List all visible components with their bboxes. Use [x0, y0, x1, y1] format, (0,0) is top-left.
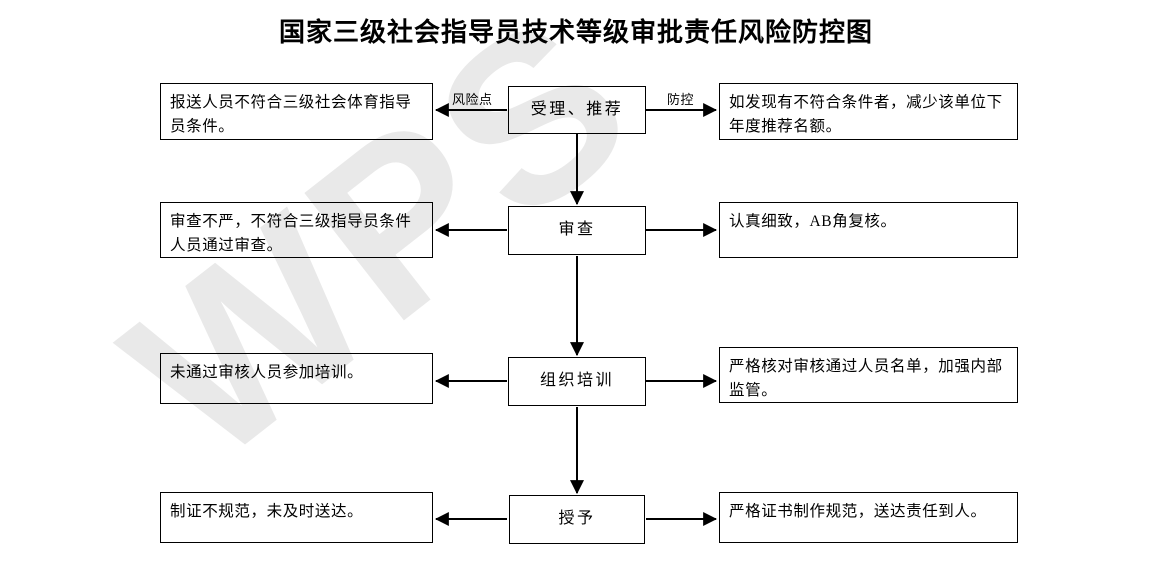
process-text-row-4: 授予 — [558, 510, 596, 528]
process-text-row-3: 组织培训 — [539, 372, 614, 390]
risk-text-row-3: 未通过审核人员参加培训。 — [170, 364, 364, 381]
process-text-row-1: 受理、推荐 — [530, 100, 624, 118]
control-box-row-2[interactable]: 认真细致，AB角复核。 — [719, 202, 1018, 258]
risk-box-row-3[interactable]: 未通过审核人员参加培训。 — [160, 353, 433, 404]
edge-label-control-row-1: 防控 — [667, 92, 695, 107]
process-text-row-2: 审查 — [558, 221, 596, 239]
risk-box-row-4[interactable]: 制证不规范，未及时送达。 — [160, 492, 433, 543]
risk-box-row-1[interactable]: 报送人员不符合三级社会体育指导员条件。 — [160, 83, 433, 140]
risk-box-row-2[interactable]: 审查不严，不符合三级指导员条件人员通过审查。 — [160, 202, 433, 258]
risk-text-row-2: 审查不严，不符合三级指导员条件人员通过审查。 — [170, 213, 412, 255]
process-box-row-3[interactable]: 组织培训 — [508, 357, 646, 406]
process-box-row-4[interactable]: 授予 — [509, 495, 645, 544]
control-box-row-1[interactable]: 如发现有不符合条件者，减少该单位下年度推荐名额。 — [719, 83, 1018, 140]
control-box-row-4[interactable]: 严格证书制作规范，送达责任到人。 — [719, 492, 1018, 543]
edge-label-risk-row-1: 风险点 — [452, 92, 493, 107]
control-box-row-3[interactable]: 严格核对审核通过人员名单，加强内部监管。 — [719, 347, 1018, 403]
process-box-row-2[interactable]: 审查 — [508, 206, 646, 255]
control-text-row-2: 认真细致，AB角复核。 — [729, 213, 897, 230]
control-text-row-1: 如发现有不符合条件者，减少该单位下年度推荐名额。 — [729, 94, 1003, 136]
risk-text-row-4: 制证不规范，未及时送达。 — [170, 503, 364, 520]
page-title: 国家三级社会指导员技术等级审批责任风险防控图 — [278, 17, 873, 47]
risk-text-row-1: 报送人员不符合三级社会体育指导员条件。 — [170, 94, 412, 136]
process-box-row-1[interactable]: 受理、推荐 — [508, 86, 646, 134]
control-text-row-4: 严格证书制作规范，送达责任到人。 — [729, 503, 987, 520]
control-text-row-3: 严格核对审核通过人员名单，加强内部监管。 — [729, 358, 1003, 400]
